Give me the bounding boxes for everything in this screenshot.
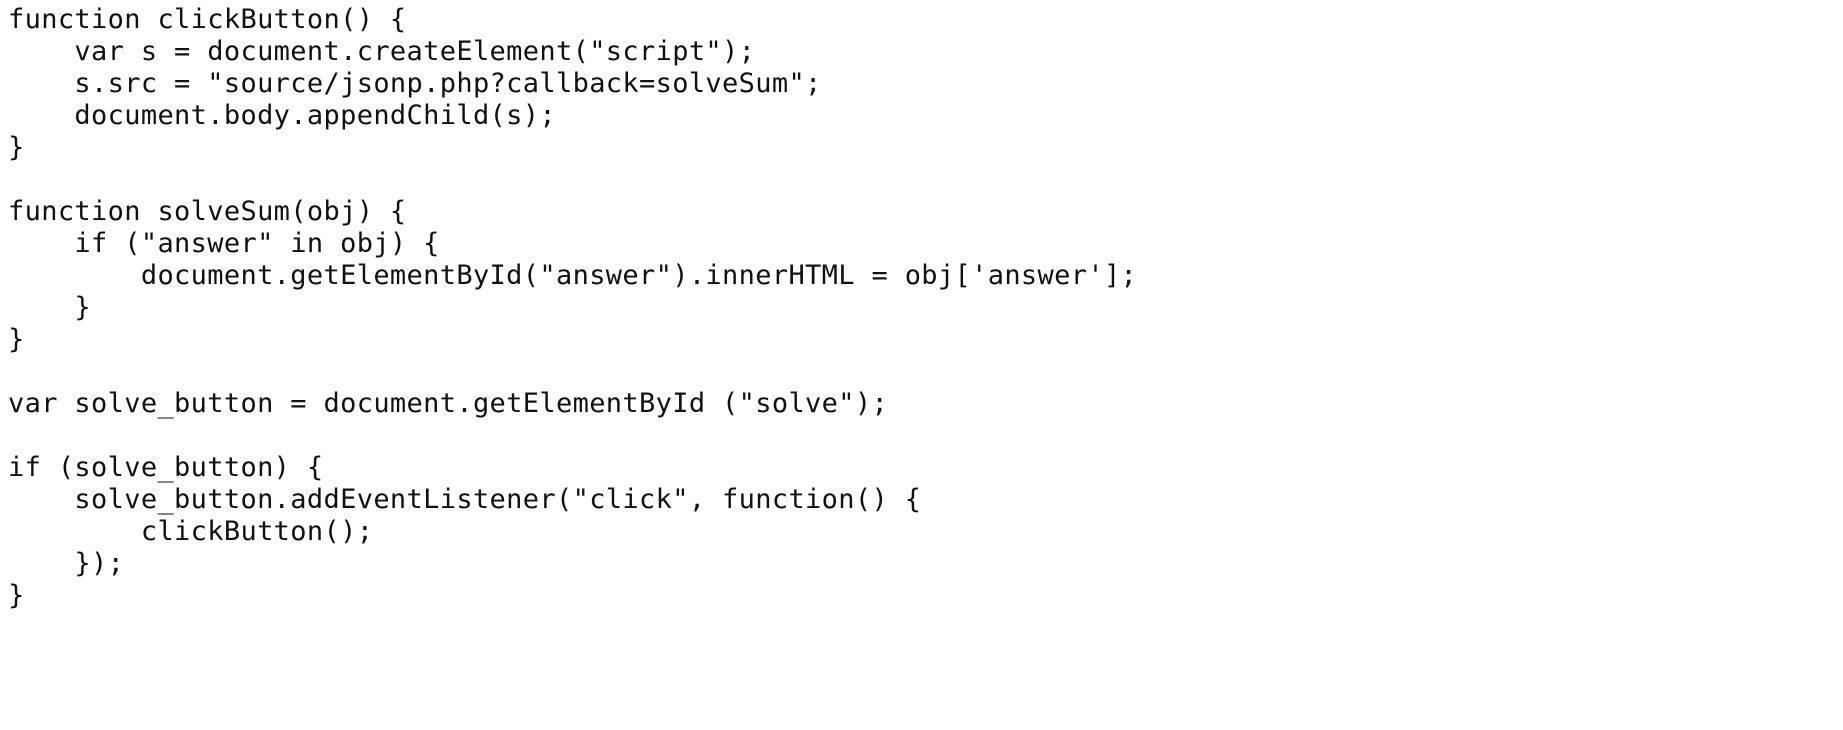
code-line-17: clickButton(); [8,516,374,547]
code-line-16: solve_button.addEventListener("click", f… [8,484,922,515]
code-line-4: document.body.appendChild(s); [8,100,556,131]
code-line-1: function clickButton() { [8,4,407,35]
code-line-11: } [8,324,25,355]
code-line-15: if (solve_button) { [8,452,324,483]
code-line-18: }); [8,548,125,579]
code-line-5: } [8,132,25,163]
code-line-8: if ("answer" in obj) { [8,228,440,259]
code-line-7: function solveSum(obj) { [8,196,407,227]
code-line-2: var s = document.createElement("script")… [8,36,756,67]
code-line-10: } [8,292,92,323]
code-line-13: var solve_button = document.getElementBy… [8,388,889,419]
code-line-3: s.src = "source/jsonp.php?callback=solve… [8,68,822,99]
code-line-9: document.getElementById("answer").innerH… [8,260,1138,291]
code-line-19: } [8,580,25,611]
